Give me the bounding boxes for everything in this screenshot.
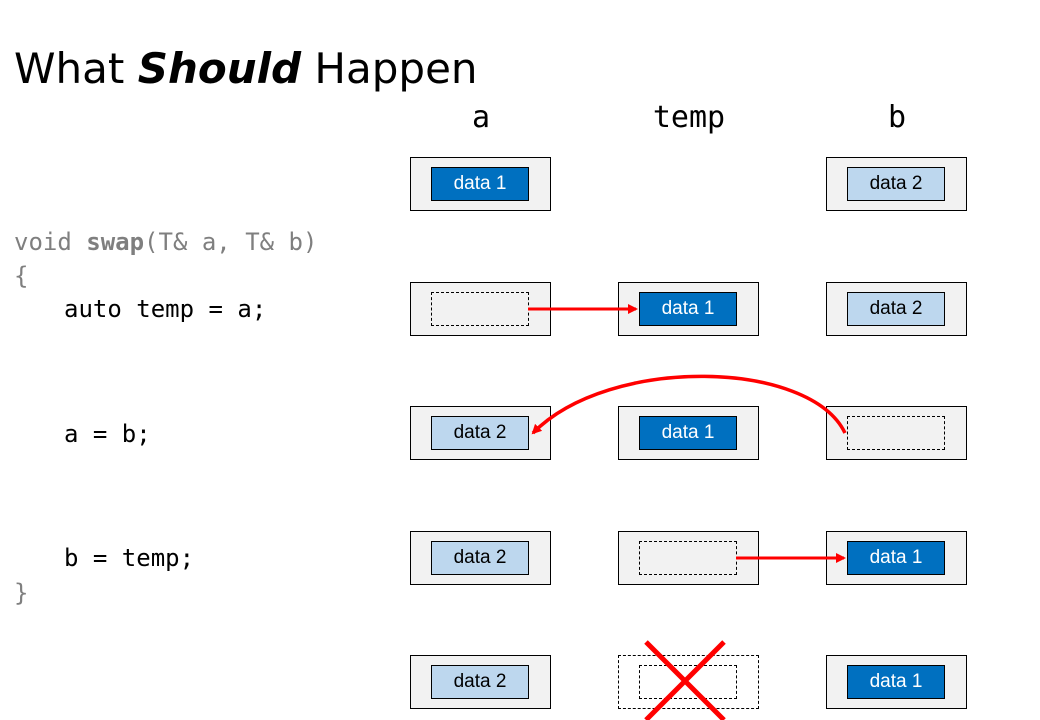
column-header-temp: temp	[652, 100, 726, 135]
column-header-b: b	[887, 100, 907, 135]
row4-a-box: data 2	[410, 655, 551, 709]
row1-b-box: data 2	[826, 282, 967, 336]
row3-b-box: data 1	[826, 531, 967, 585]
code-close-brace: }	[14, 579, 29, 607]
row1-temp-chip: data 1	[639, 292, 737, 326]
code-line-b-assign: b = temp;	[64, 544, 195, 572]
column-header-a: a	[471, 100, 491, 135]
row1-temp-box: data 1	[618, 282, 759, 336]
row3-a-chip: data 2	[431, 541, 529, 575]
row3-a-box: data 2	[410, 531, 551, 585]
row2-b-empty-slot	[847, 416, 945, 450]
row0-a-chip: data 1	[431, 167, 529, 201]
row2-b-box	[826, 406, 967, 460]
row0-a-box: data 1	[410, 157, 551, 211]
slide-title: What Should Happen	[14, 44, 478, 93]
code-signature: void swap(T& a, T& b)	[14, 228, 317, 256]
row0-b-box: data 2	[826, 157, 967, 211]
row4-temp-empty-slot	[639, 665, 737, 699]
row2-temp-chip: data 1	[639, 416, 737, 450]
code-line-temp-assign: auto temp = a;	[64, 295, 267, 323]
title-emphasis: Should	[137, 44, 302, 93]
code-open-brace: {	[14, 262, 29, 290]
row2-temp-box: data 1	[618, 406, 759, 460]
row3-temp-box	[618, 531, 759, 585]
title-suffix: Happen	[301, 44, 478, 93]
code-signature-params: (T& a, T& b)	[144, 228, 318, 256]
title-prefix: What	[14, 44, 138, 93]
row4-b-box: data 1	[826, 655, 967, 709]
row3-temp-empty-slot	[639, 541, 737, 575]
row4-temp-destroyed-box	[618, 655, 759, 709]
row3-b-chip: data 1	[847, 541, 945, 575]
code-line-a-assign: a = b;	[64, 420, 151, 448]
code-signature-pre: void	[14, 228, 87, 256]
row1-a-empty-slot	[431, 292, 529, 326]
row4-b-chip: data 1	[847, 665, 945, 699]
code-function-name: swap	[86, 228, 145, 256]
row1-a-box	[410, 282, 551, 336]
row1-b-chip: data 2	[847, 292, 945, 326]
row2-a-chip: data 2	[431, 416, 529, 450]
row0-b-chip: data 2	[847, 167, 945, 201]
row4-a-chip: data 2	[431, 665, 529, 699]
row2-a-box: data 2	[410, 406, 551, 460]
